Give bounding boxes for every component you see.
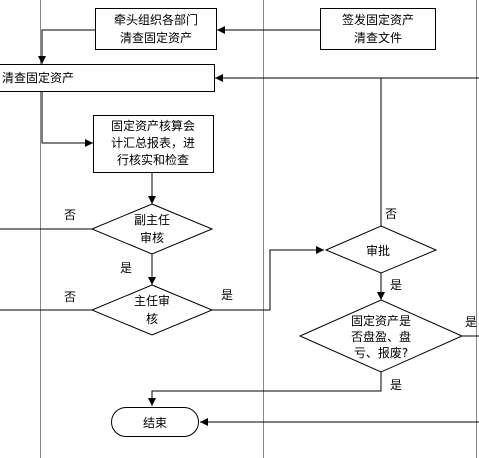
director-line-1: 主任审 xyxy=(134,293,170,308)
node-end: 结束 xyxy=(111,407,199,437)
check-line-2: 否盘盈、盘 xyxy=(351,329,411,344)
connectors xyxy=(0,26,479,426)
label-approval-yes: 是 xyxy=(390,278,402,292)
edge-lead-to-inventory xyxy=(38,29,95,64)
node-issue-document: 签发固定资产 清查文件 xyxy=(320,8,436,50)
label-director-yes: 是 xyxy=(221,288,233,302)
issue-line-2: 清查文件 xyxy=(354,30,402,45)
edge-approval-no xyxy=(380,77,479,226)
node-inventory-assets: 清查固定资产 xyxy=(0,64,215,92)
lead-line-2: 清查固定资产 xyxy=(120,30,192,45)
check-line-1: 固定资产是 xyxy=(351,313,411,328)
edge-check-to-end xyxy=(148,372,382,406)
node-summary-report: 固定资产核算会 计汇总报表，进 行核实和检查 xyxy=(93,115,214,173)
lead-line-1: 牵头组织各部门 xyxy=(114,12,198,27)
approval-line-1: 审批 xyxy=(366,243,390,258)
label-deputy-yes: 是 xyxy=(120,261,132,275)
inventory-line-1: 清查固定资产 xyxy=(2,70,74,85)
deputy-line-2: 审核 xyxy=(140,230,164,245)
summary-line-1: 固定资产核算会 xyxy=(111,118,195,133)
node-surplus-check: 固定资产是 否盘盈、盘 亏、报废? xyxy=(298,299,464,373)
deputy-line-1: 副主任 xyxy=(134,213,170,227)
label-director-no: 否 xyxy=(64,290,76,304)
issue-line-1: 签发固定资产 xyxy=(342,12,414,27)
edge-director-to-approval xyxy=(212,246,324,311)
node-director-review: 主任审 核 xyxy=(90,284,214,336)
label-check-yes-right: 是 xyxy=(465,315,477,329)
director-line-2: 核 xyxy=(146,312,158,326)
edge-inventory-to-summary xyxy=(41,92,93,147)
summary-line-2: 计汇总报表，进 xyxy=(111,135,195,150)
label-check-yes-down: 是 xyxy=(390,378,402,392)
end-label: 结束 xyxy=(143,416,167,430)
label-approval-no: 否 xyxy=(385,207,397,221)
node-lead-departments: 牵头组织各部门 清查固定资产 xyxy=(95,8,217,50)
summary-line-3: 行核实和检查 xyxy=(117,152,189,167)
node-deputy-review: 副主任 审核 xyxy=(90,203,214,255)
label-deputy-no: 否 xyxy=(64,208,76,222)
node-approval: 审批 xyxy=(324,225,438,274)
check-line-3: 亏、报废? xyxy=(354,345,408,360)
